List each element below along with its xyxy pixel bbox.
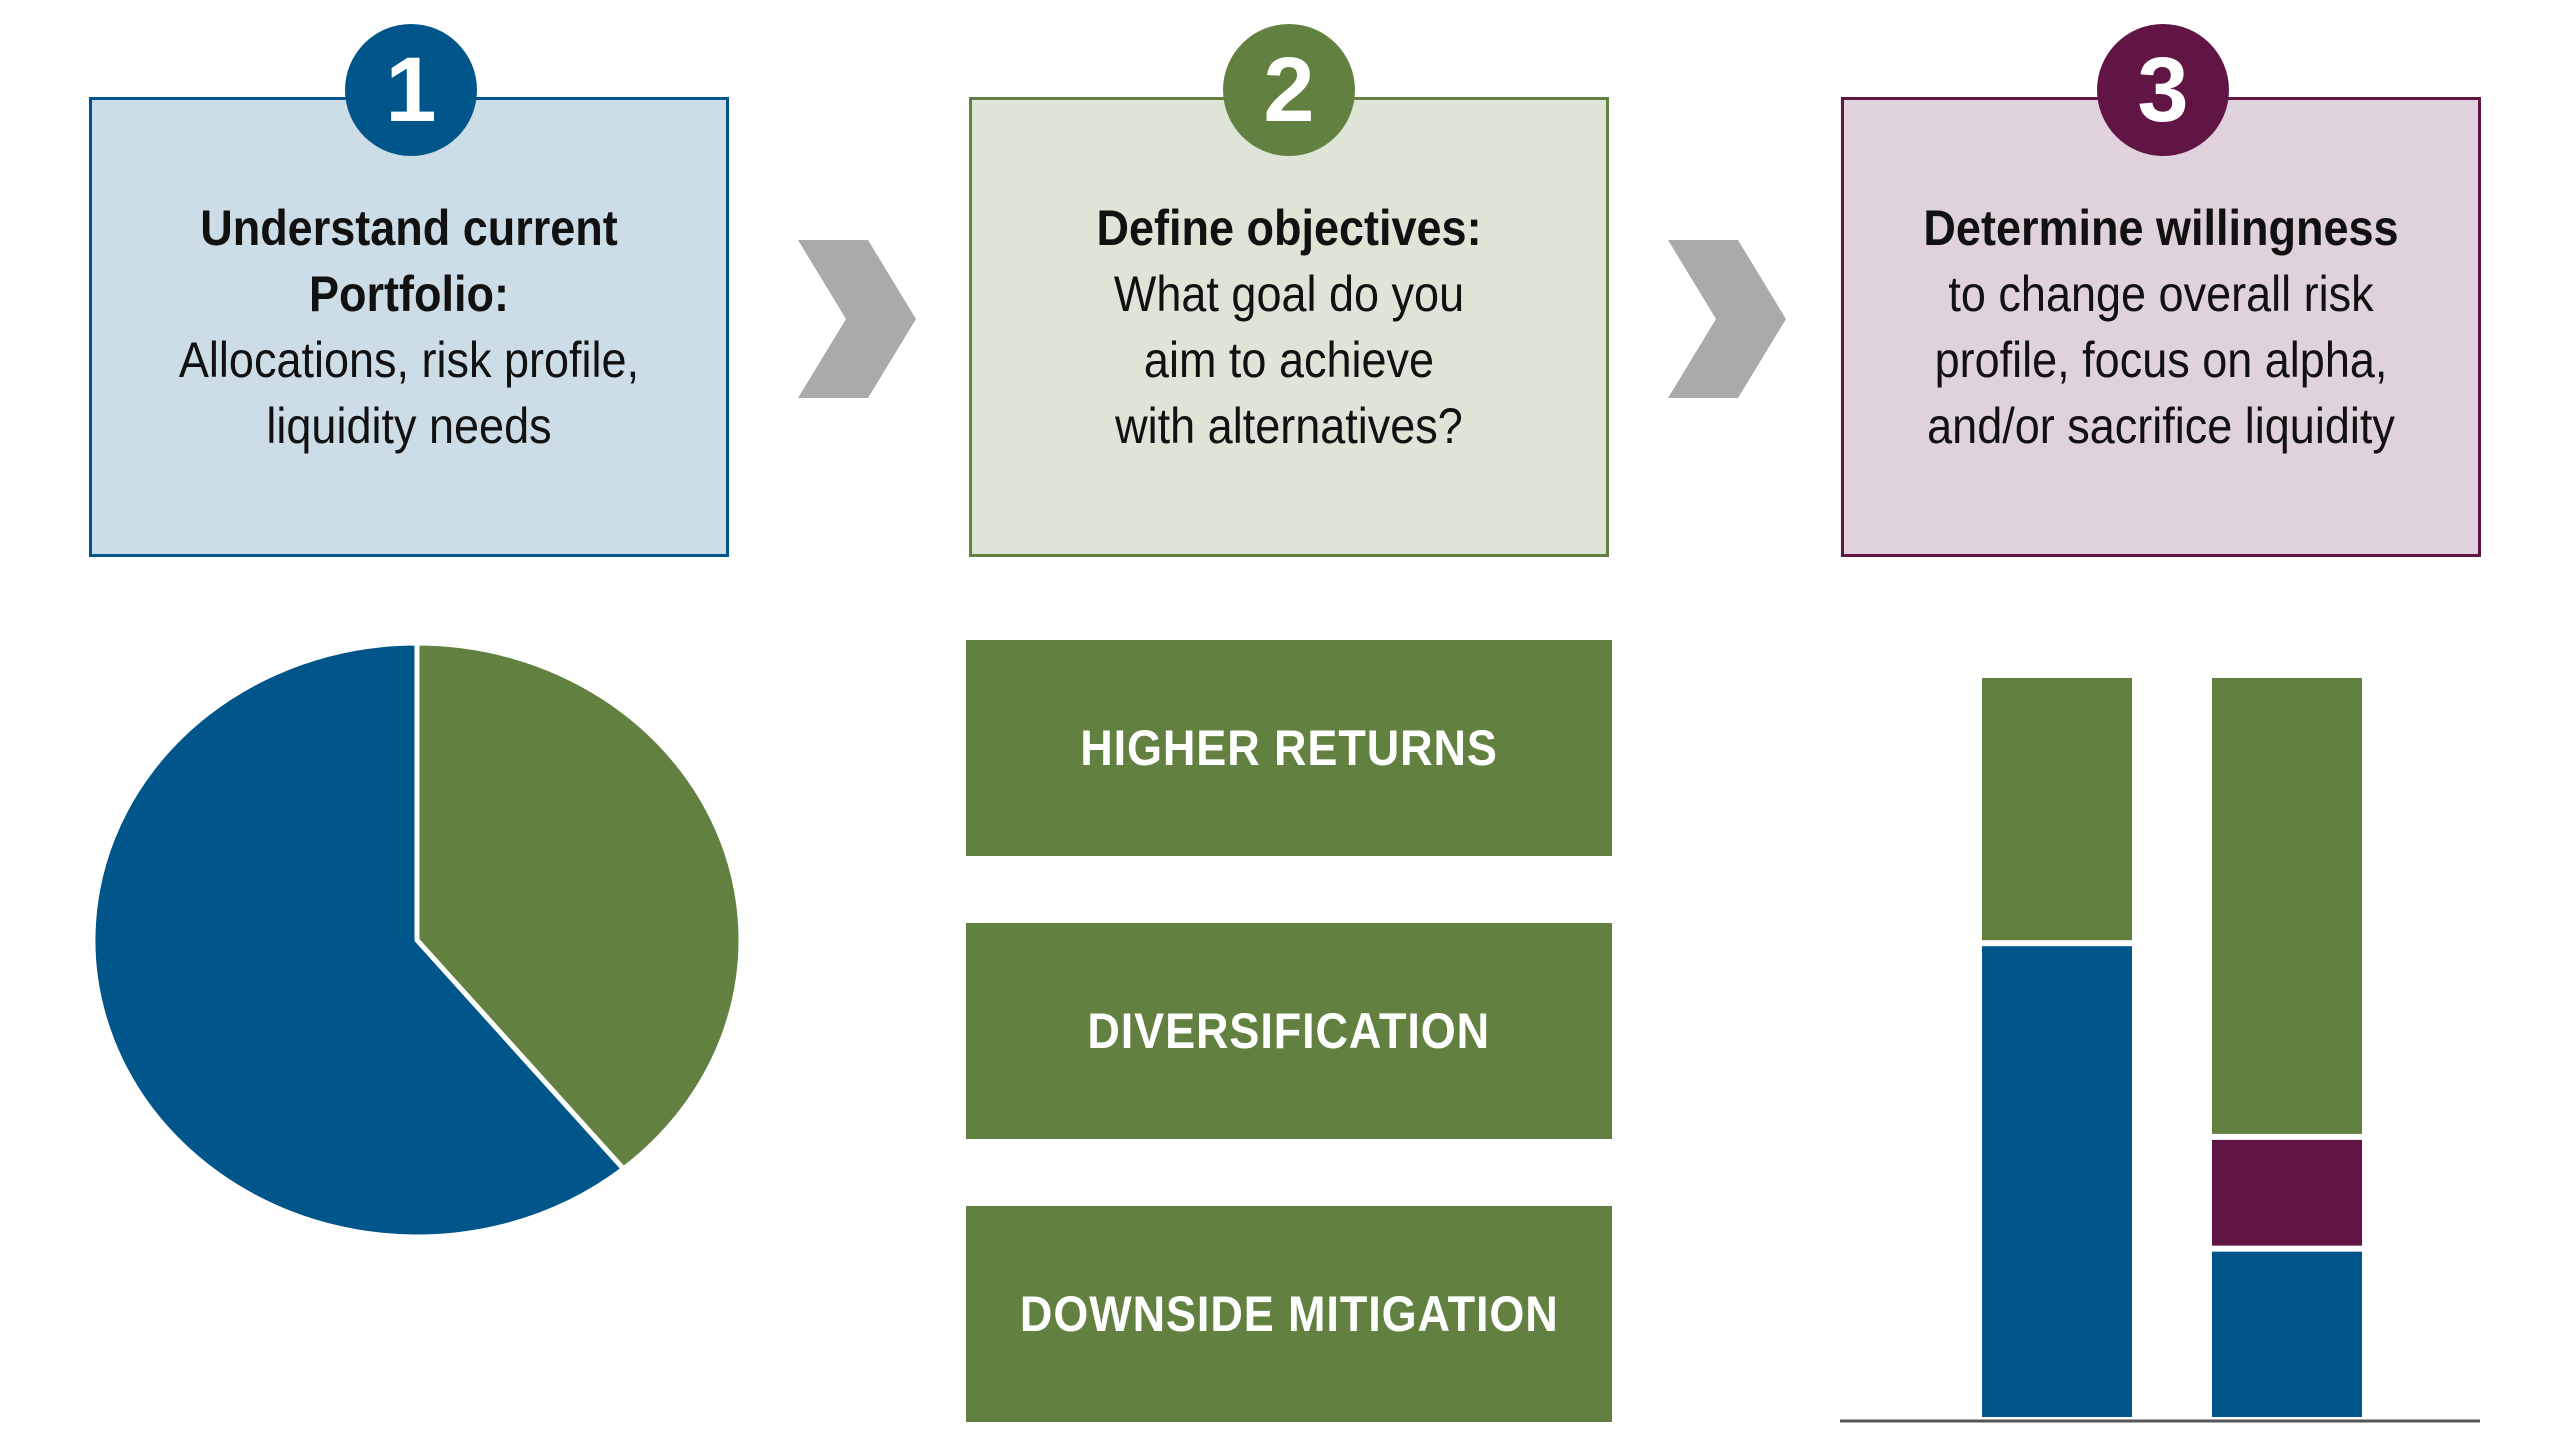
- step-2-box: Define objectives: What goal do you aim …: [969, 97, 1609, 557]
- step-1-text: Understand current Portfolio: Allocation…: [124, 195, 695, 459]
- step-2-number-badge: 2: [1223, 24, 1355, 156]
- objective-diversification: DIVERSIFICATION: [966, 923, 1612, 1139]
- bar-2-segment-1: [2212, 1251, 2362, 1417]
- step-1-line-3: Allocations, risk profile,: [178, 332, 640, 388]
- step-1-line-2: Portfolio:: [309, 266, 509, 322]
- pie-slice-1: [90, 640, 627, 1240]
- step-3-line-4: and/or sacrifice liquidity: [1927, 398, 2395, 454]
- step-2-line-1: Define objectives:: [1096, 200, 1482, 256]
- bar-2-segment-3: [2212, 678, 2362, 1134]
- step-2-line-3: aim to achieve: [1143, 332, 1435, 388]
- objective-label: DOWNSIDE MITIGATION: [1019, 1286, 1559, 1342]
- bar-1-segment-3: [1982, 678, 2132, 941]
- chevron-right-icon: [798, 240, 916, 398]
- step-2-text: Define objectives: What goal do you aim …: [1004, 195, 1575, 459]
- allocation-stacked-bar-chart: [1840, 678, 2480, 1423]
- bar-2-segment-2: [2212, 1139, 2362, 1246]
- step-3-line-2: to change overall risk: [1948, 266, 2374, 322]
- step-3-number-badge: 3: [2097, 24, 2229, 156]
- pie-slice-2: [414, 640, 744, 1172]
- step-3-text: Determine willingness to change overall …: [1876, 195, 2447, 459]
- step-1-box: Understand current Portfolio: Allocation…: [89, 97, 729, 557]
- objective-label: HIGHER RETURNS: [1080, 720, 1498, 776]
- step-1-line-4: liquidity needs: [266, 398, 552, 454]
- allocation-pie-chart: [90, 640, 744, 1240]
- objective-higher-returns: HIGHER RETURNS: [966, 640, 1612, 856]
- step-2-line-2: What goal do you: [1113, 266, 1465, 322]
- step-2-line-4: with alternatives?: [1115, 398, 1463, 454]
- step-3-box: Determine willingness to change overall …: [1841, 97, 2481, 557]
- step-3-line-1: Determine willingness: [1923, 200, 2399, 256]
- objective-downside-mitigation: DOWNSIDE MITIGATION: [966, 1206, 1612, 1422]
- step-1-number-badge: 1: [345, 24, 477, 156]
- step-1-line-1: Understand current: [200, 200, 618, 256]
- step-3-line-3: profile, focus on alpha,: [1934, 332, 2388, 388]
- objective-label: DIVERSIFICATION: [1087, 1003, 1491, 1059]
- chevron-right-icon: [1668, 240, 1786, 398]
- bar-1-segment-1: [1982, 946, 2132, 1417]
